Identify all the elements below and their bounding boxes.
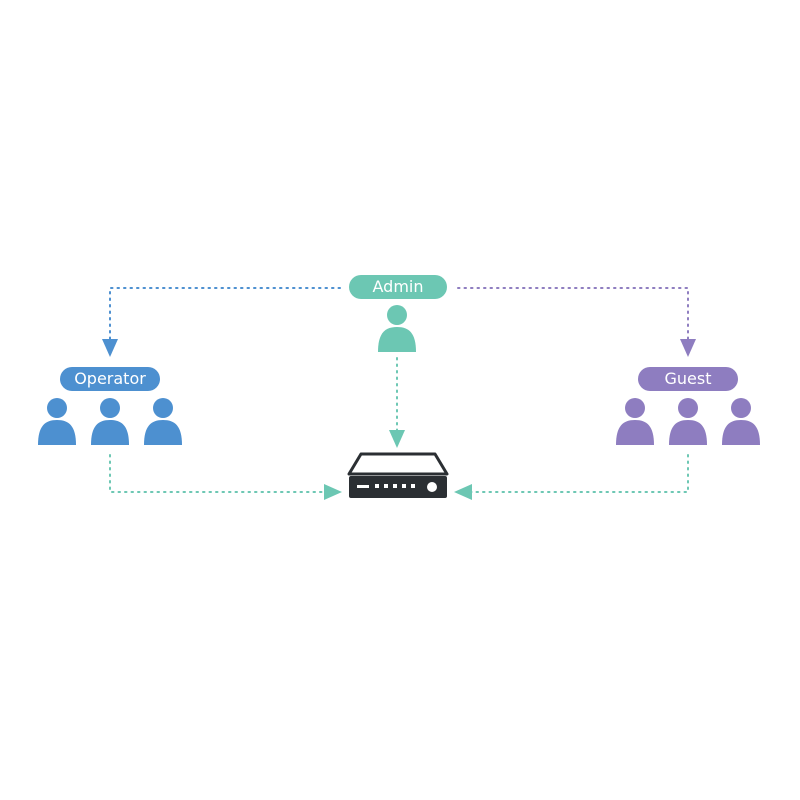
- guest-role: Guest: [616, 367, 760, 445]
- operator-label: Operator: [74, 369, 146, 388]
- user-icon: [722, 398, 760, 445]
- guest-to-device-connector: [454, 454, 689, 500]
- user-icon: [669, 398, 707, 445]
- admin-to-guest-connector: [457, 287, 696, 357]
- user-icon: [378, 305, 416, 352]
- admin-badge: [349, 275, 447, 299]
- guest-user-group: [616, 398, 760, 445]
- user-icon: [91, 398, 129, 445]
- admin-label: Admin: [373, 277, 424, 296]
- admin-user-group: [378, 305, 416, 352]
- guest-badge: [638, 367, 738, 391]
- user-icon: [144, 398, 182, 445]
- guest-label: Guest: [665, 369, 712, 388]
- user-icon: [616, 398, 654, 445]
- admin-to-operator-connector: [102, 287, 341, 357]
- admin-role: Admin: [349, 275, 447, 352]
- nvr-recorder-icon: [347, 452, 449, 498]
- operator-role: Operator: [38, 367, 182, 445]
- operator-user-group: [38, 398, 182, 445]
- operator-badge: [60, 367, 160, 391]
- user-icon: [38, 398, 76, 445]
- operator-to-device-connector: [109, 454, 342, 500]
